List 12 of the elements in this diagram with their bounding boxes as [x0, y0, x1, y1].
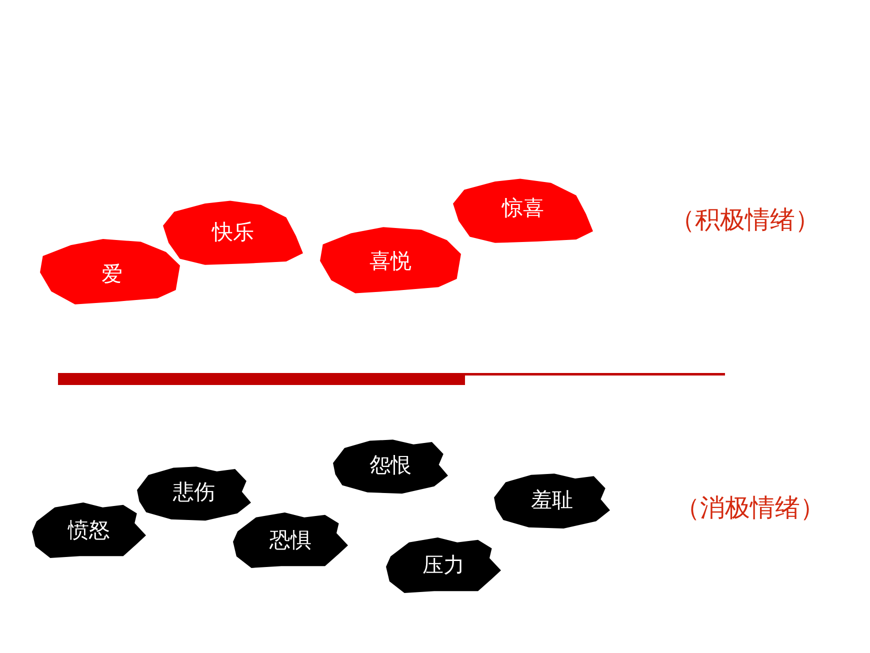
- emotion-word: 悲伤: [173, 481, 215, 505]
- category-label: （消极情绪）: [674, 492, 826, 524]
- emotion-word: 喜悦: [370, 250, 412, 274]
- emotion-word: 羞耻: [531, 488, 573, 512]
- emotion-word: 快乐: [212, 220, 254, 244]
- emotion-word: 爱: [102, 263, 122, 287]
- emotion-word: 惊喜: [502, 196, 544, 220]
- category-label: （积极情绪）: [669, 204, 821, 236]
- emotion-word: 压力: [422, 554, 464, 578]
- emotion-word: 恐惧: [270, 528, 312, 552]
- emotion-word: 愤怒: [68, 518, 110, 542]
- emotion-word: 怨恨: [370, 454, 412, 478]
